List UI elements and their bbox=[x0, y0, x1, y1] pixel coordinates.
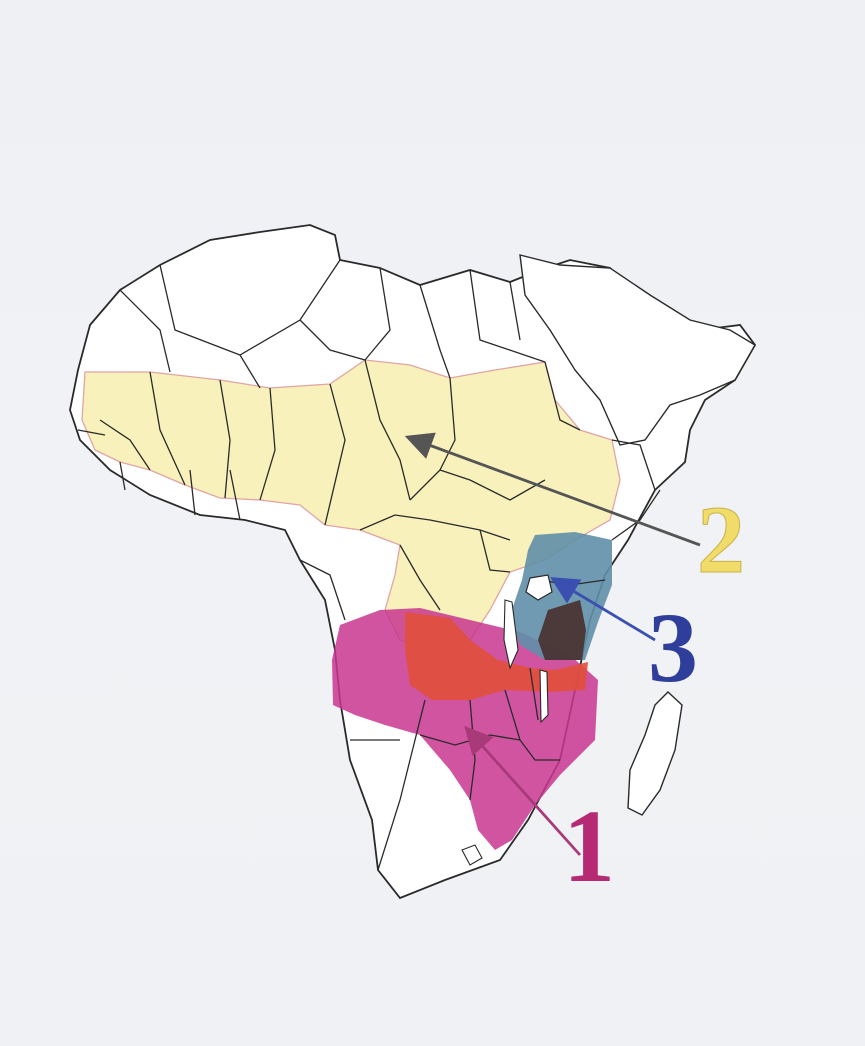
arrow-2 bbox=[404, 432, 701, 547]
arrow-3 bbox=[550, 577, 656, 642]
zone-3-label: 3 bbox=[648, 592, 698, 703]
arrow-1 bbox=[464, 725, 582, 856]
arabia-outline bbox=[519, 254, 756, 446]
zone-3-overlap-region bbox=[538, 600, 586, 660]
zone-2-region bbox=[81, 359, 621, 651]
lake-victoria bbox=[525, 574, 553, 601]
lake-tanganyika bbox=[503, 599, 519, 670]
lake-malawi bbox=[539, 669, 549, 724]
madagascar-outline bbox=[627, 691, 683, 816]
country-borders bbox=[77, 259, 661, 871]
lesotho-outline bbox=[461, 844, 483, 866]
zone-2-label: 2 bbox=[697, 486, 746, 593]
zone-1-label: 1 bbox=[563, 789, 615, 904]
